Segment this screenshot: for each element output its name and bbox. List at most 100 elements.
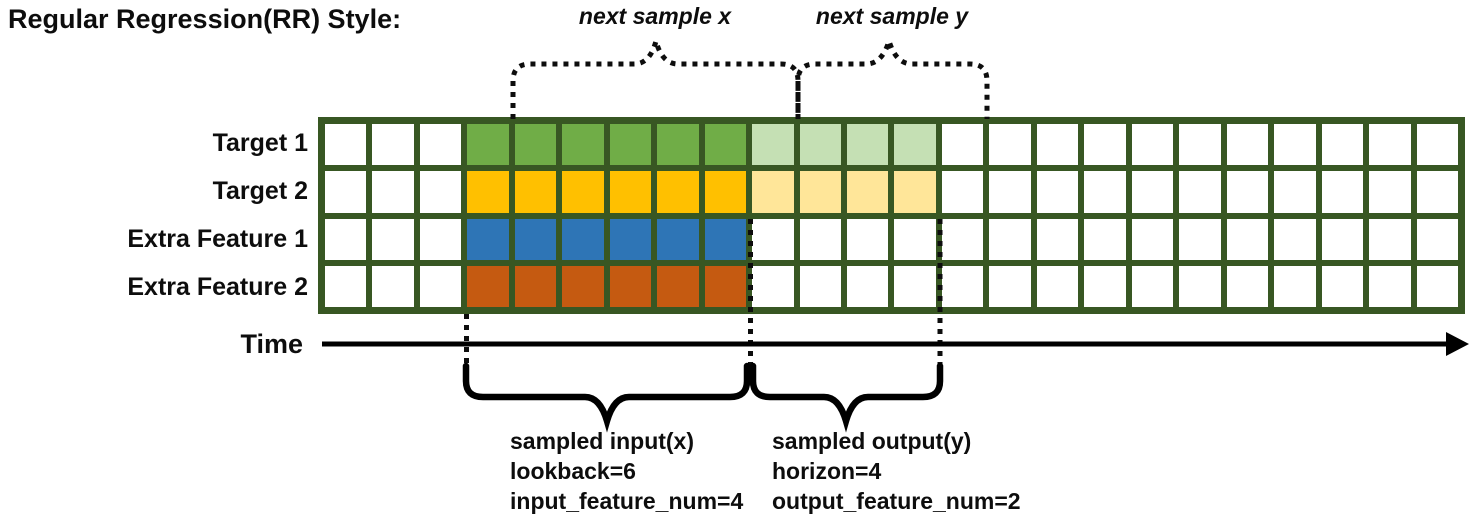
grid-cell (609, 265, 652, 307)
grid-cell (752, 265, 794, 307)
grid-cell (1036, 124, 1079, 166)
grid-cell (419, 124, 462, 166)
grid-cell (467, 265, 509, 307)
grid-cell (894, 124, 936, 166)
grid-cell (799, 265, 842, 307)
grid-cell (372, 218, 414, 260)
grid-cell (941, 265, 984, 307)
grid-cell (562, 265, 604, 307)
grid-cell (989, 124, 1031, 166)
grid-cell (325, 218, 367, 260)
grid-cell (609, 124, 652, 166)
lookback-value: lookback=6 (510, 458, 636, 484)
grid-cell (419, 171, 462, 213)
grid-cell (1416, 124, 1458, 166)
grid-cell (941, 171, 984, 213)
next-sample-x-label: next sample x (578, 3, 732, 29)
sampled-output-title: sampled output(y) (772, 428, 972, 454)
row-labels: Target 1 Target 2 Extra Feature 1 Extra … (0, 117, 308, 314)
next-sample-y-brace (795, 32, 990, 119)
grid-cell (1321, 265, 1364, 307)
time-series-grid (318, 117, 1465, 314)
grid-cell (1416, 171, 1458, 213)
grid-cell (1321, 218, 1364, 260)
grid-cell (704, 124, 747, 166)
grid-cell (1179, 218, 1221, 260)
grid-cell (1369, 265, 1411, 307)
grid-cell (1131, 218, 1174, 260)
grid-cell (372, 124, 414, 166)
grid-cell (325, 171, 367, 213)
grid-cell (894, 218, 936, 260)
grid-cell (847, 218, 889, 260)
grid-cell (704, 171, 747, 213)
grid-cell (467, 218, 509, 260)
grid-cell (1274, 124, 1316, 166)
grid-cell (609, 218, 652, 260)
sampled-input-brace (462, 362, 751, 433)
grid-cell (1179, 265, 1221, 307)
output-feature-num-value: output_feature_num=2 (772, 488, 1021, 514)
grid-cell (514, 265, 557, 307)
diagram-title: Regular Regression(RR) Style: (8, 4, 402, 34)
next-sample-x-brace (510, 31, 801, 119)
row-label-extra-feature-2: Extra Feature 2 (127, 273, 308, 302)
grid-cell (419, 265, 462, 307)
grid-cell (1036, 265, 1079, 307)
grid-cell (1274, 265, 1316, 307)
grid-cell (1321, 171, 1364, 213)
grid-cell (1131, 171, 1174, 213)
grid-cell (562, 218, 604, 260)
grid-cell (847, 124, 889, 166)
grid-cell (847, 265, 889, 307)
grid-cell (562, 171, 604, 213)
next-sample-y-label: next sample y (815, 3, 969, 29)
grid-cell (1226, 124, 1269, 166)
grid-cell (1369, 124, 1411, 166)
grid-cell (325, 124, 367, 166)
grid-cell (752, 171, 794, 213)
grid-cell (752, 124, 794, 166)
grid-cell (1416, 265, 1458, 307)
grid-cell (1131, 265, 1174, 307)
grid-cell (1084, 218, 1126, 260)
grid-cell (894, 171, 936, 213)
grid-cell (989, 171, 1031, 213)
grid-cell (562, 124, 604, 166)
grid-cell (894, 265, 936, 307)
grid-cell (657, 124, 699, 166)
sampled-output-brace (749, 362, 944, 433)
grid-cell (799, 124, 842, 166)
grid-cell (941, 218, 984, 260)
grid-cell (1084, 124, 1126, 166)
grid-cell (1036, 218, 1079, 260)
grid-cell (1321, 124, 1364, 166)
row-label-target-1: Target 1 (212, 128, 308, 157)
grid-cell (609, 171, 652, 213)
grid-cell (657, 171, 699, 213)
grid-cell (1369, 218, 1411, 260)
grid-cell (372, 171, 414, 213)
grid-cell (799, 171, 842, 213)
grid-cell (1131, 124, 1174, 166)
grid-cell (657, 265, 699, 307)
grid-cell (1179, 171, 1221, 213)
grid-cell (1416, 218, 1458, 260)
row-label-target-2: Target 2 (212, 176, 308, 205)
grid-cell (989, 218, 1031, 260)
grid-cell (1226, 265, 1269, 307)
row-label-extra-feature-1: Extra Feature 1 (127, 225, 308, 254)
grid-cell (941, 124, 984, 166)
grid-cell (1274, 171, 1316, 213)
grid-cell (989, 265, 1031, 307)
grid-cell (1084, 265, 1126, 307)
grid-cell (1036, 171, 1079, 213)
grid-cell (1084, 171, 1126, 213)
grid-cell (704, 218, 747, 260)
grid-cell (514, 171, 557, 213)
grid-cell (419, 218, 462, 260)
sampled-input-title: sampled input(x) (510, 428, 695, 454)
grid-cell (847, 171, 889, 213)
grid-cell (325, 265, 367, 307)
grid-cell (1369, 171, 1411, 213)
